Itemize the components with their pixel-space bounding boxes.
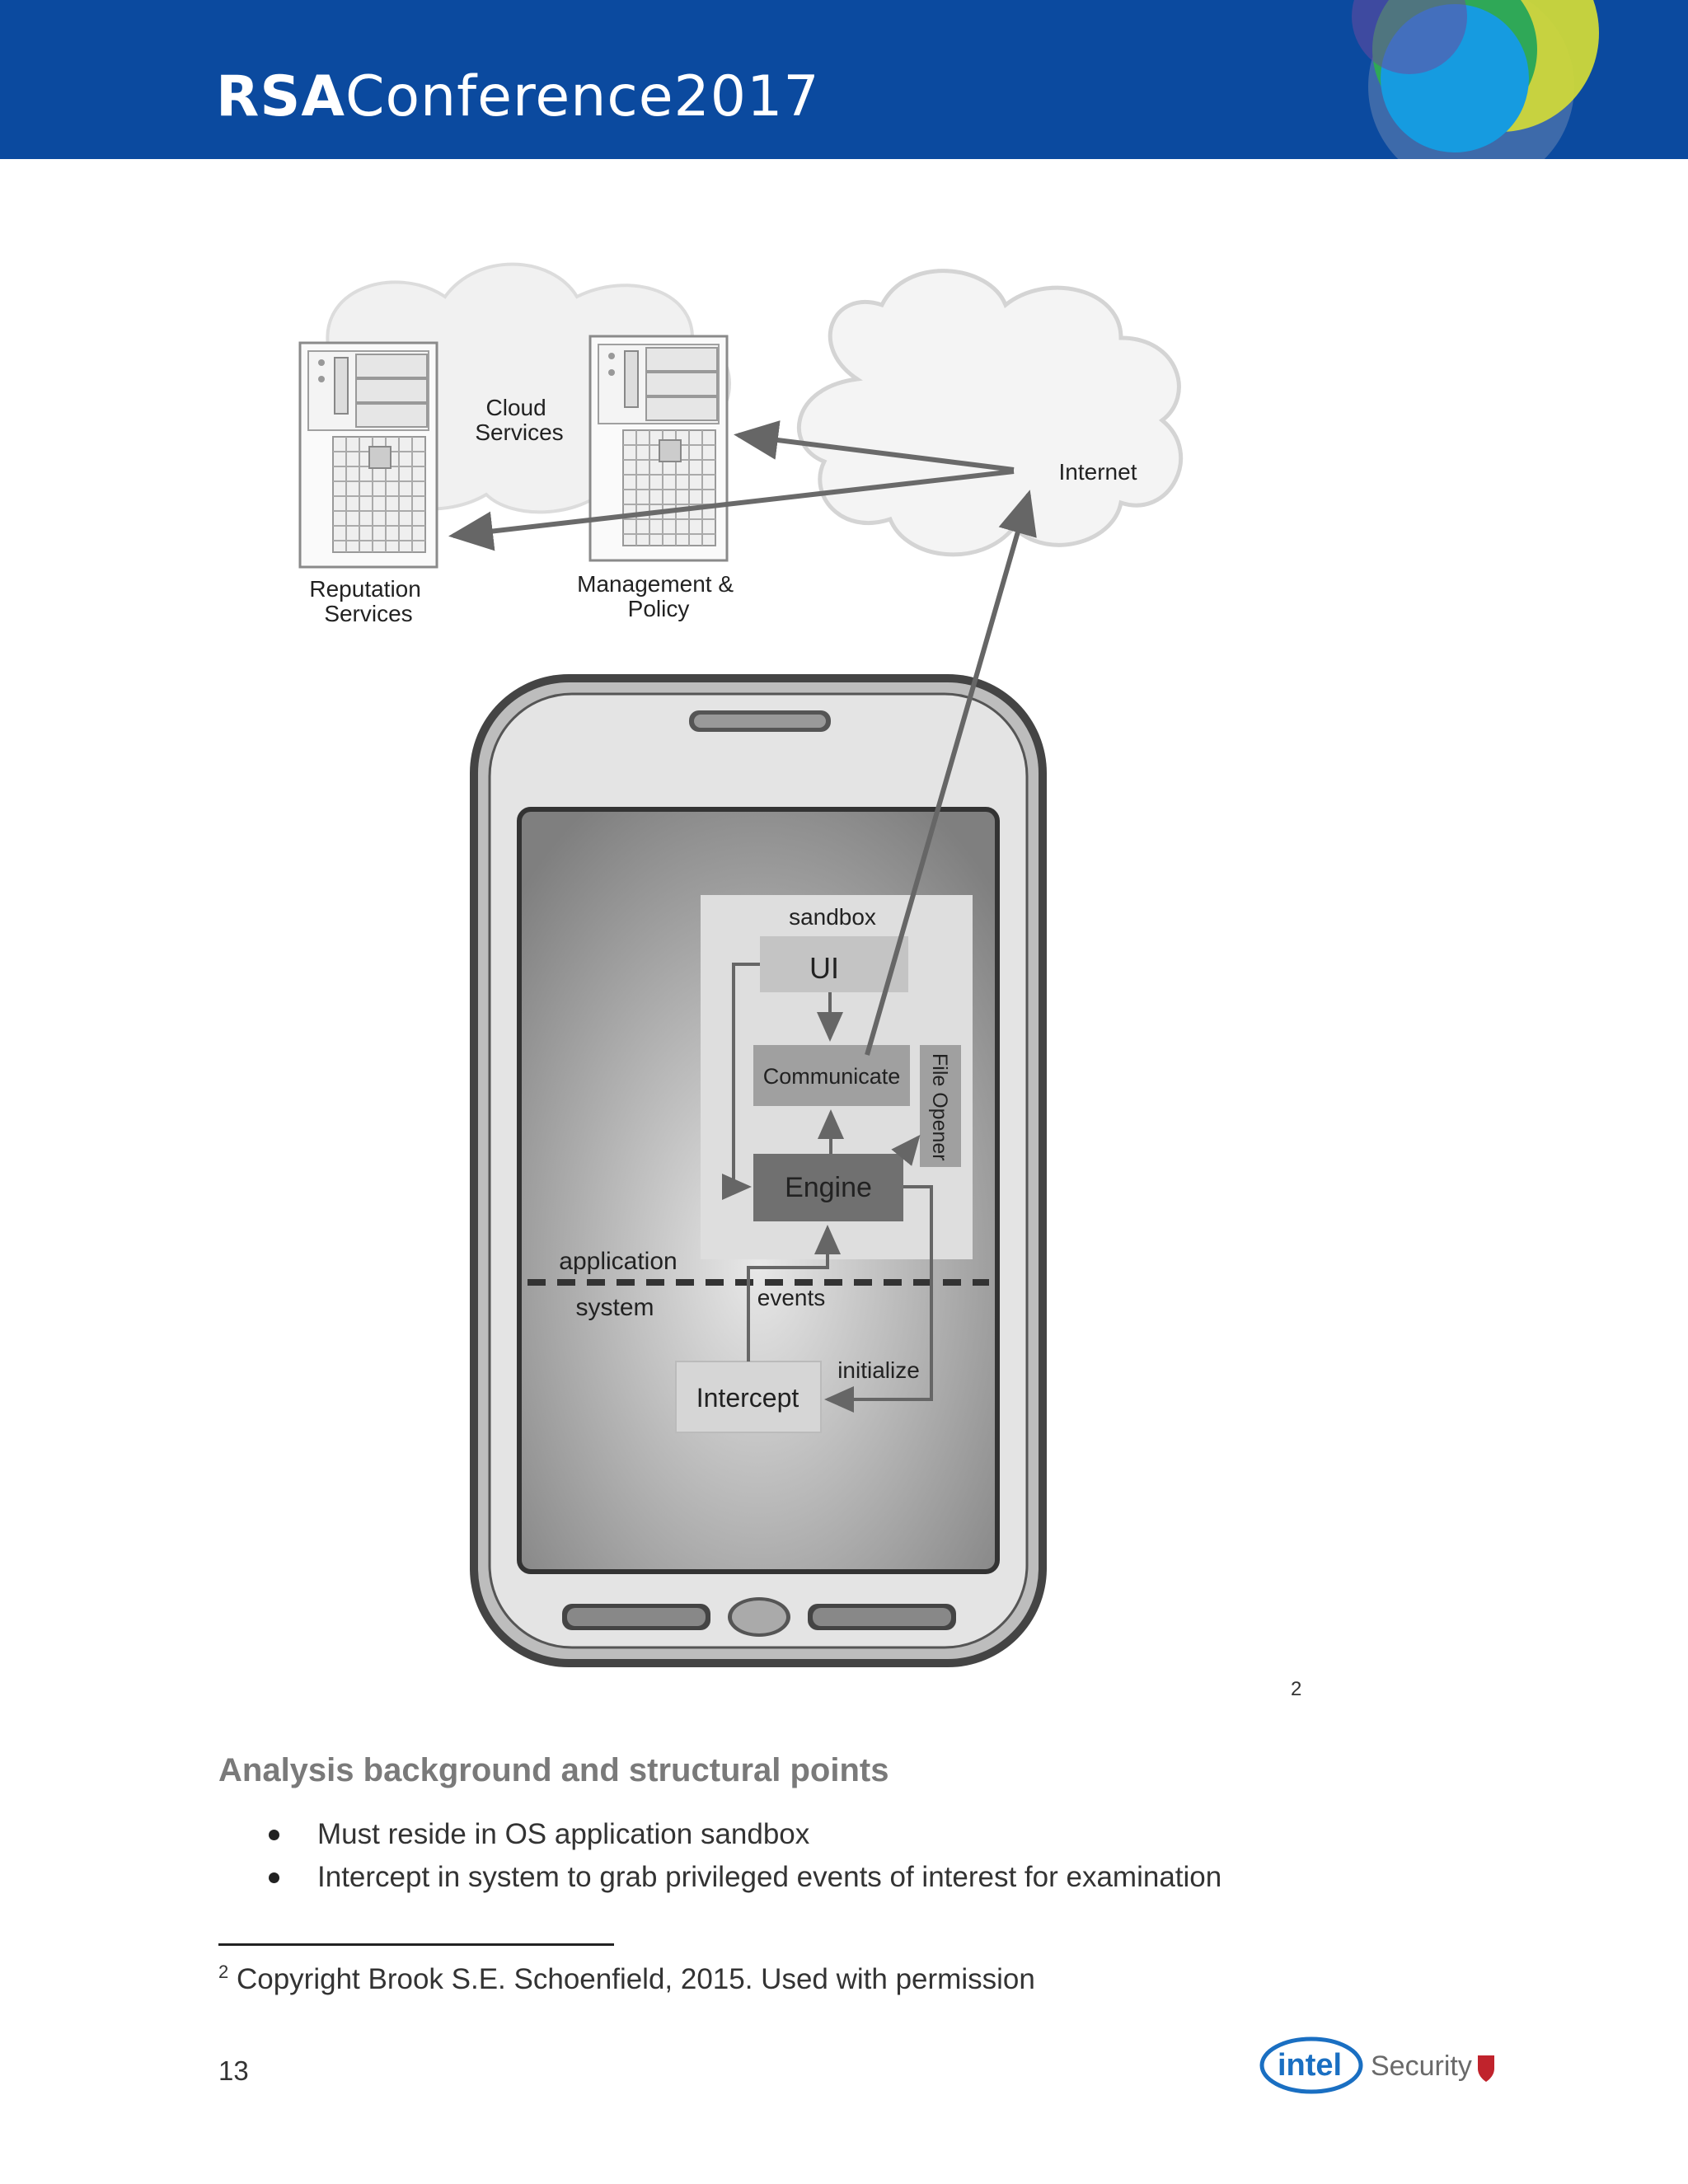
intercept-label: Intercept [696, 1383, 799, 1413]
events-initialize-arrows [747, 1185, 933, 1413]
bullet-list: Must reside in OS application sandbox In… [264, 1813, 1221, 1899]
footnote-marker: 2 [218, 1961, 229, 1982]
list-item: Intercept in system to grab privileged e… [264, 1856, 1221, 1899]
management-server-icon [588, 335, 729, 562]
communicate-box [753, 1045, 910, 1106]
sandbox-arrows [722, 963, 921, 1200]
footnote: 2 Copyright Brook S.E. Schoenfield, 2015… [218, 1961, 1035, 1996]
reputation-server-icon [298, 341, 438, 569]
list-item-text: Intercept in system to grab privileged e… [317, 1861, 1222, 1893]
reputation-services-label: Reputation Services [309, 576, 427, 626]
rsa-conference-logo: RSAConference2017 [216, 69, 820, 125]
footnote-divider [218, 1943, 614, 1946]
shield-icon [1478, 2055, 1494, 2082]
section-heading: Analysis background and structural point… [218, 1752, 889, 1788]
initialize-label: initialize [837, 1357, 920, 1383]
list-item: Must reside in OS application sandbox [264, 1813, 1221, 1856]
internet-cloud [796, 269, 1184, 557]
application-label: application [559, 1248, 677, 1275]
bullet-icon [269, 1830, 279, 1840]
cloud-services-label: Cloud Services [475, 395, 563, 445]
system-label: system [575, 1294, 654, 1321]
internet-label: Internet [1059, 459, 1137, 485]
engine-box [753, 1154, 903, 1221]
page-number: 13 [218, 2055, 249, 2086]
communicate-to-internet-arrow [865, 490, 1037, 1056]
intel-security-logo: intel Security [1259, 2036, 1494, 2094]
logo-brand: RSA [216, 64, 345, 129]
file-opener-box [920, 1045, 961, 1167]
logo-security-text: Security [1371, 2050, 1472, 2082]
footnote-text: Copyright Brook S.E. Schoenfield, 2015. … [228, 1963, 1035, 1995]
list-item-text: Must reside in OS application sandbox [317, 1818, 810, 1850]
header-banner: RSAConference2017 [0, 0, 1688, 159]
internet-arrows [448, 420, 1015, 551]
file-opener-label: File Opener [928, 1053, 951, 1161]
engine-label: Engine [785, 1172, 872, 1203]
decorative-circles-icon [1352, 0, 1599, 159]
management-policy-label: Management & Policy [577, 571, 740, 621]
architecture-diagram: Cloud Services Reputation Services Manag… [298, 262, 1184, 1667]
sandbox-label: sandbox [789, 904, 876, 930]
events-label: events [757, 1285, 826, 1310]
ui-label: UI [809, 951, 839, 985]
communicate-label: Communicate [763, 1064, 901, 1089]
ui-box [760, 936, 908, 992]
figure-footnote-reference: 2 [1291, 1678, 1302, 1700]
bullet-icon [269, 1872, 279, 1883]
logo-event: Conference2017 [345, 64, 820, 129]
intercept-box [675, 1361, 822, 1433]
logo-intel-text: intel [1278, 2048, 1342, 2083]
